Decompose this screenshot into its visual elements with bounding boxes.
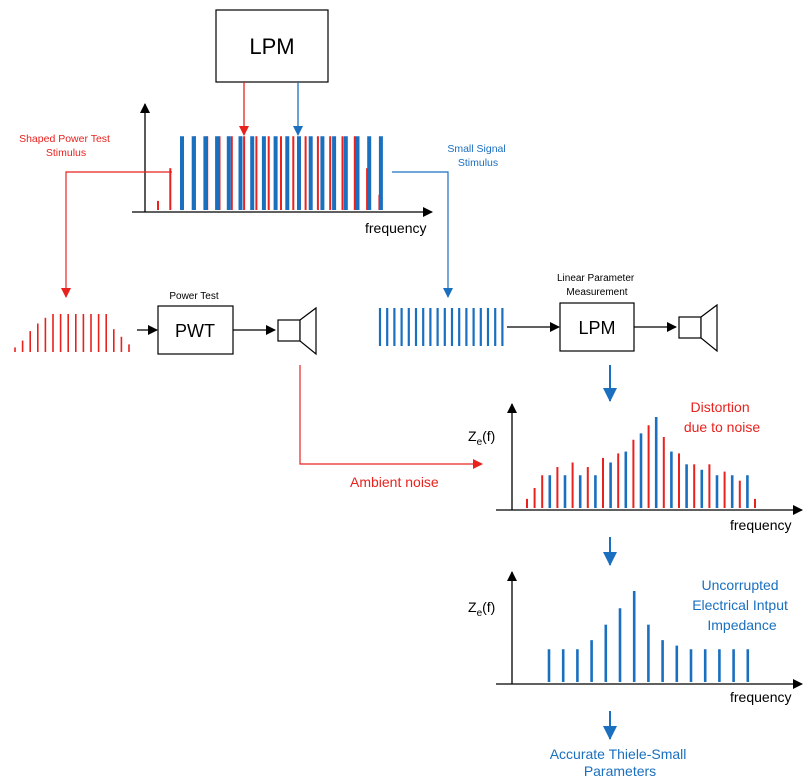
- noisy-chart-x-label: frequency: [730, 517, 791, 533]
- top-lpm-box: [215, 9, 329, 83]
- result-label: Accurate Thiele-Small Parameters: [550, 746, 691, 779]
- clean-chart-bars: [547, 591, 750, 682]
- noisy-chart-note-line2: due to noise: [684, 419, 760, 435]
- noisy-chart-bars: [526, 417, 756, 508]
- clean-chart-note-line2: Electrical Intput: [692, 597, 788, 613]
- power-stimulus-marks: [14, 314, 130, 352]
- lpm-branch-label: LPM: [578, 318, 615, 338]
- top-spectrum-x-label: frequency: [365, 220, 426, 236]
- clean-chart-note-line3: Impedance: [707, 617, 776, 633]
- power-test-title: Power Test: [169, 291, 219, 302]
- small-signal-label-line2: Stimulus: [458, 157, 498, 169]
- top-spectrum-marks: [157, 136, 383, 210]
- noisy-chart-y-label-main: Z: [468, 428, 477, 444]
- small-signal-label-line1: Small Signal: [447, 143, 505, 155]
- shaped-power-label-line2: Stimulus: [46, 147, 86, 159]
- lpm-branch-title-line2: Measurement: [566, 287, 627, 298]
- noisy-chart-y-label: Ze(f): [468, 428, 495, 448]
- small-signal-route: [392, 171, 453, 298]
- noisy-chart-y-label-tail: (f): [482, 428, 495, 444]
- result-label-line1: Accurate Thiele-Small: [550, 746, 687, 762]
- clean-chart-y-label-tail: (f): [482, 599, 495, 615]
- lpm-branch-title-line1: Linear Parameter: [557, 273, 635, 284]
- lpm-branch-title: Linear Parameter Measurement: [557, 273, 637, 298]
- clean-chart-y-label-sub: e: [477, 608, 483, 619]
- clean-chart-x-label: frequency: [730, 689, 791, 705]
- ambient-noise-label: Ambient noise: [350, 474, 439, 490]
- lpm-branch-box: [559, 302, 635, 352]
- noisy-chart-note: Distortion due to noise: [684, 399, 760, 435]
- lpm-speaker-icon: [678, 303, 718, 353]
- lpm-stimulus-marks: [378, 308, 504, 346]
- noisy-chart-y-label-sub: e: [477, 437, 483, 448]
- ambient-noise-route: [299, 365, 483, 469]
- clean-chart-y-label: Ze(f): [468, 599, 495, 619]
- power-speaker-icon: [277, 306, 317, 356]
- noisy-chart-note-line1: Distortion: [690, 399, 749, 415]
- result-label-line2: Parameters: [584, 763, 656, 779]
- clean-chart-note-line1: Uncorrupted: [702, 577, 779, 593]
- shaped-power-route: [61, 171, 172, 298]
- pwt-box: [157, 305, 234, 355]
- shaped-power-label: Shaped Power Test Stimulus: [19, 133, 113, 159]
- clean-chart-note: Uncorrupted Electrical Intput Impedance: [692, 577, 792, 633]
- pwt-label: PWT: [175, 321, 215, 341]
- small-signal-label: Small Signal Stimulus: [447, 143, 508, 169]
- shaped-power-label-line1: Shaped Power Test: [19, 133, 110, 145]
- clean-chart-y-label-main: Z: [468, 599, 477, 615]
- top-lpm-label: LPM: [249, 34, 294, 59]
